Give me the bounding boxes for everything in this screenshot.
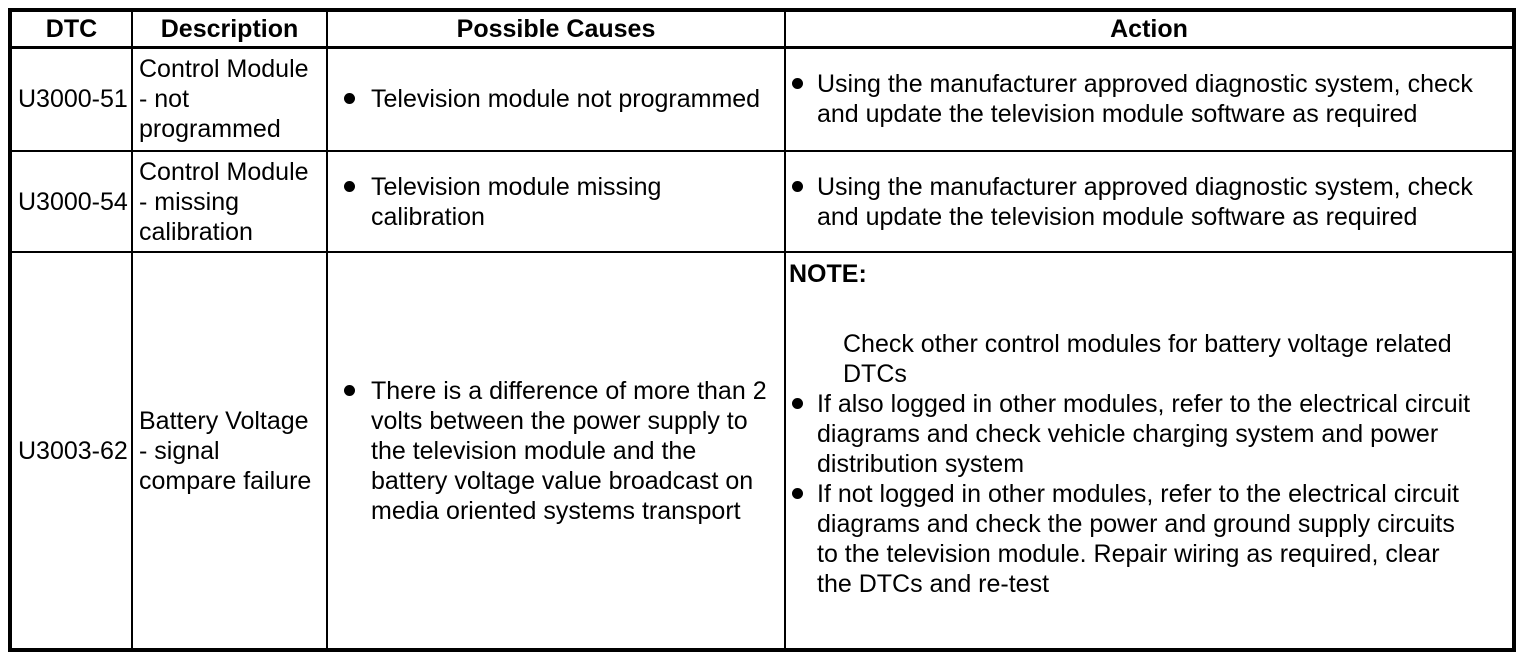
- possible-causes-cell: Television module missing calibration: [326, 150, 786, 253]
- bullet-icon: [344, 93, 355, 105]
- cause-item: Television module missing calibration: [328, 172, 776, 232]
- action-item: If not logged in other modules, refer to…: [786, 479, 1478, 599]
- table-row: U3003-62 Battery Voltage - signal compar…: [9, 251, 1515, 651]
- col-header-action: Action: [784, 9, 1515, 49]
- table-header: DTC Description Possible Causes Action: [9, 9, 1515, 49]
- dtc-description: Control Module - missing calibration: [131, 150, 328, 253]
- action-item: If also logged in other modules, refer t…: [786, 389, 1478, 479]
- bullet-icon: [792, 398, 803, 409]
- action-text: If not logged in other modules, refer to…: [817, 480, 1459, 598]
- table-row: U3000-51 Control Module - not programmed…: [9, 46, 1515, 152]
- causes-list: Television module missing calibration: [328, 172, 776, 232]
- dtc-code: U3003-62: [9, 251, 133, 651]
- cause-item: There is a difference of more than 2 vol…: [328, 376, 776, 526]
- col-header-possible-causes: Possible Causes: [326, 9, 786, 49]
- cause-text: There is a difference of more than 2 vol…: [371, 376, 767, 525]
- actions-list: Using the manufacturer approved diagnost…: [786, 69, 1478, 129]
- table-row: U3000-54 Control Module - missing calibr…: [9, 150, 1515, 253]
- note-block: NOTE: Check other control modules for ba…: [786, 259, 1478, 389]
- action-item: Using the manufacturer approved diagnost…: [786, 172, 1478, 232]
- possible-causes-cell: There is a difference of more than 2 vol…: [326, 251, 786, 651]
- dtc-description: Battery Voltage - signal compare failure: [131, 251, 328, 651]
- actions-list: If also logged in other modules, refer t…: [786, 389, 1478, 599]
- cause-text: Television module missing calibration: [371, 172, 662, 231]
- action-text: Using the manufacturer approved diagnost…: [817, 172, 1473, 231]
- bullet-icon: [344, 384, 355, 396]
- dtc-code: U3000-51: [9, 46, 133, 152]
- dtc-description: Control Module - not programmed: [131, 46, 328, 152]
- header-row: DTC Description Possible Causes Action: [9, 9, 1515, 49]
- action-cell: Using the manufacturer approved diagnost…: [784, 150, 1515, 253]
- action-text: Using the manufacturer approved diagnost…: [817, 70, 1473, 129]
- note-label: NOTE:: [789, 260, 867, 288]
- note-body: Check other control modules for battery …: [843, 330, 1452, 388]
- action-text: If also logged in other modules, refer t…: [817, 390, 1471, 478]
- action-cell: Using the manufacturer approved diagnost…: [784, 46, 1515, 152]
- bullet-icon: [792, 78, 803, 90]
- bullet-icon: [792, 488, 803, 499]
- dtc-table: DTC Description Possible Causes Action U…: [8, 8, 1516, 652]
- action-item: Using the manufacturer approved diagnost…: [786, 69, 1478, 129]
- causes-list: Television module not programmed: [328, 84, 776, 114]
- possible-causes-cell: Television module not programmed: [326, 46, 786, 152]
- action-cell: NOTE: Check other control modules for ba…: [784, 251, 1515, 651]
- col-header-description: Description: [131, 9, 328, 49]
- col-header-dtc: DTC: [9, 9, 133, 49]
- dtc-code: U3000-54: [9, 150, 133, 253]
- cause-item: Television module not programmed: [328, 84, 776, 114]
- actions-list: Using the manufacturer approved diagnost…: [786, 172, 1478, 232]
- causes-list: There is a difference of more than 2 vol…: [328, 376, 776, 526]
- cause-text: Television module not programmed: [371, 85, 761, 114]
- bullet-icon: [792, 180, 803, 192]
- bullet-icon: [344, 180, 355, 192]
